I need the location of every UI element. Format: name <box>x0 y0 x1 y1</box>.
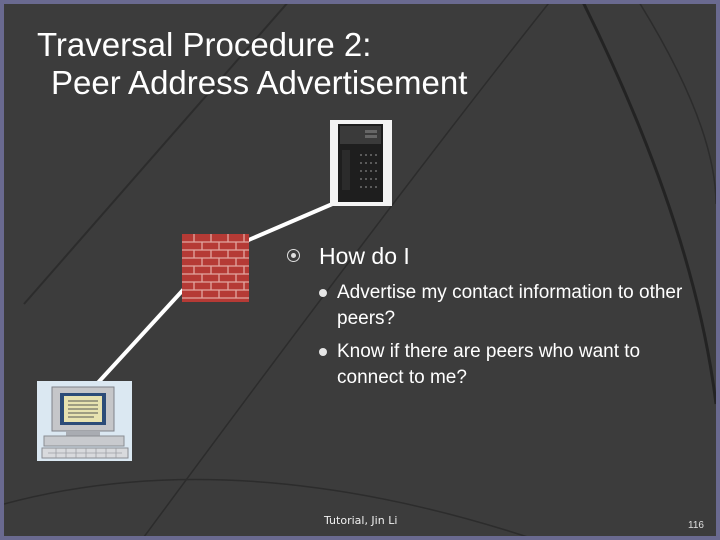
bullet-circle-icon <box>287 249 300 262</box>
footer-text: Tutorial, Jin Li <box>324 514 398 527</box>
desktop-computer-icon <box>37 381 132 461</box>
network-diagram <box>37 120 392 461</box>
slide: Traversal Procedure 2: Peer Address Adve… <box>4 4 716 536</box>
bullet-main: How do I <box>287 242 687 270</box>
bullet-main-text: How do I <box>319 243 410 269</box>
slide-title: Traversal Procedure 2: Peer Address Adve… <box>37 26 467 102</box>
bullet-dot-icon <box>319 289 327 297</box>
sub-bullet-item: Know if there are peers who want to conn… <box>319 339 687 391</box>
sub-bullet-item: Advertise my contact information to othe… <box>319 280 687 332</box>
bullet-dot-icon <box>319 348 327 356</box>
sub-bullet-list: Advertise my contact information to othe… <box>319 280 687 391</box>
background-arcs <box>4 4 716 536</box>
server-icon <box>330 120 392 206</box>
page-number: 116 <box>688 520 704 531</box>
firewall-icon <box>182 234 249 302</box>
bullet-list: How do I Advertise my contact informatio… <box>287 242 687 398</box>
title-line-2: Peer Address Advertisement <box>51 64 468 101</box>
title-line-1: Traversal Procedure 2: <box>37 26 372 63</box>
sub-bullet-text: Know if there are peers who want to conn… <box>337 341 641 388</box>
sub-bullet-text: Advertise my contact information to othe… <box>337 282 683 329</box>
